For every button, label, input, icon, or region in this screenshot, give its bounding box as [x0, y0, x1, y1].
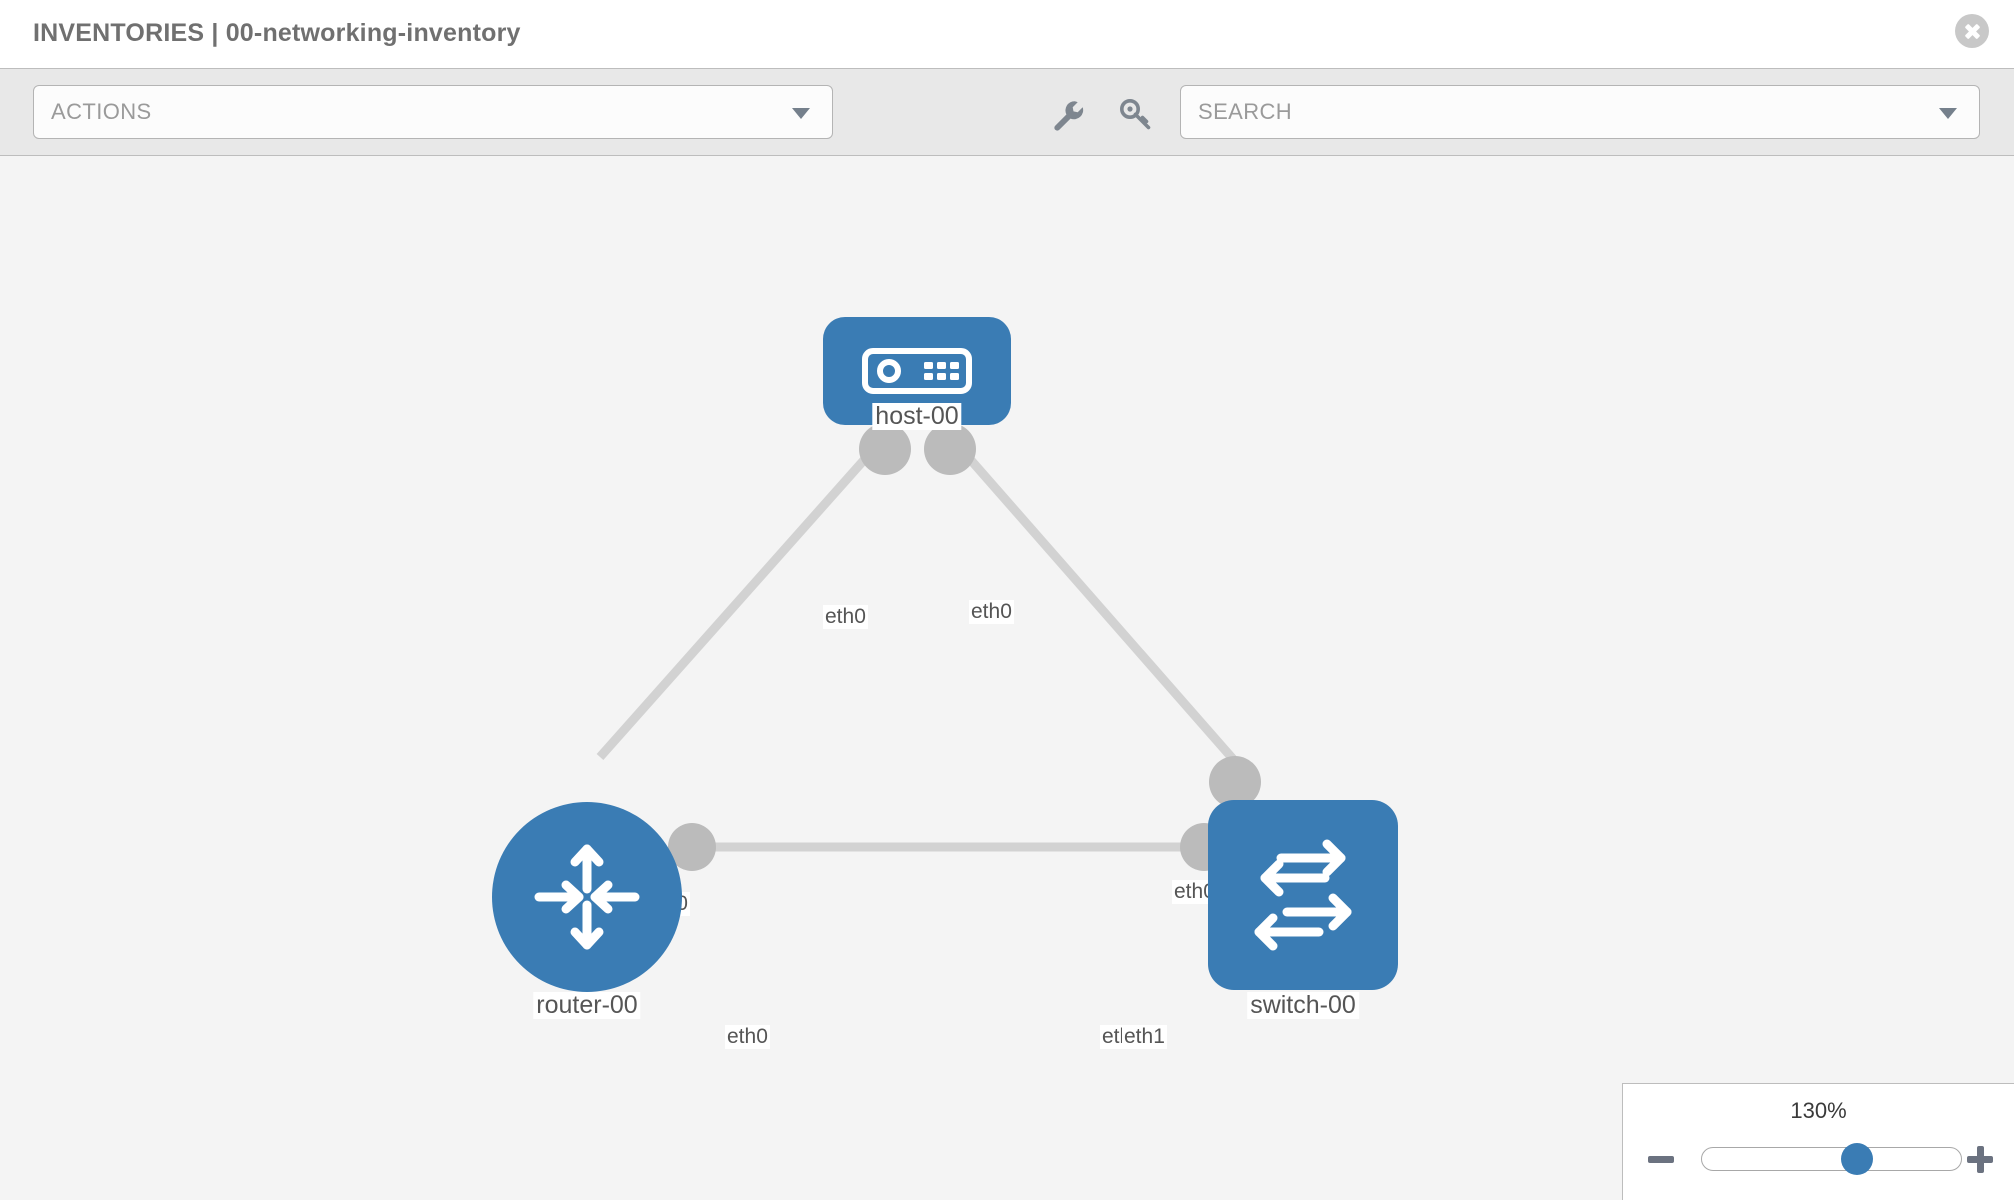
node-switch-00[interactable]: switch-00	[1208, 800, 1398, 1032]
node-switch-00-shape	[1208, 800, 1398, 990]
node-router-00-shape	[492, 802, 682, 992]
link-host-router	[596, 439, 884, 760]
node-router-00-label: router-00	[533, 992, 641, 1019]
key-icon[interactable]	[1118, 97, 1154, 133]
minus-icon[interactable]	[1645, 1143, 1677, 1175]
connector-host-left	[859, 423, 911, 475]
iface-label: eth0	[969, 600, 1014, 625]
router-arrows-icon	[534, 844, 640, 950]
topology-links	[596, 423, 1261, 871]
connector-router-right	[668, 823, 716, 871]
node-router-00[interactable]: router-00	[492, 802, 682, 1032]
node-host-00-label: host-00	[872, 403, 962, 430]
search-input[interactable]: SEARCH	[1180, 85, 1980, 139]
iface-label: eth1	[1122, 1025, 1167, 1050]
zoom-slider-row	[1623, 1139, 2014, 1179]
close-icon[interactable]	[1955, 14, 1989, 48]
node-host-00[interactable]: host-00	[823, 317, 1011, 445]
link-host-switch	[951, 439, 1244, 770]
node-switch-00-label: switch-00	[1247, 992, 1359, 1019]
wrench-icon[interactable]	[1050, 97, 1086, 133]
iface-label: eth0	[823, 605, 868, 630]
server-icon	[862, 348, 972, 394]
zoom-level-label: 130%	[1790, 1098, 1847, 1123]
plus-icon[interactable]	[1964, 1143, 1996, 1175]
topology-canvas[interactable]: eth0 eth0 eth0 eth0 eth0 eth0 eth1	[0, 157, 2014, 1200]
chevron-down-icon	[1939, 108, 1957, 119]
actions-dropdown[interactable]: ACTIONS	[33, 85, 833, 139]
actions-dropdown-label: ACTIONS	[51, 99, 152, 124]
zoom-slider-thumb[interactable]	[1841, 1143, 1874, 1175]
search-placeholder: SEARCH	[1198, 99, 1293, 124]
connector-host-right	[924, 423, 976, 475]
chevron-down-icon	[792, 108, 810, 119]
page-header: INVENTORIES | 00-networking-inventory	[0, 0, 2014, 68]
switch-arrows-icon	[1254, 839, 1352, 951]
zoom-slider-track[interactable]	[1701, 1143, 1962, 1175]
iface-label: eth0	[725, 1025, 770, 1050]
connector-switch-top	[1209, 756, 1261, 808]
zoom-control-panel: 130%	[1622, 1083, 2014, 1200]
toolbar: ACTIONS SEARCH	[0, 68, 2014, 156]
page-title: INVENTORIES | 00-networking-inventory	[33, 19, 521, 47]
